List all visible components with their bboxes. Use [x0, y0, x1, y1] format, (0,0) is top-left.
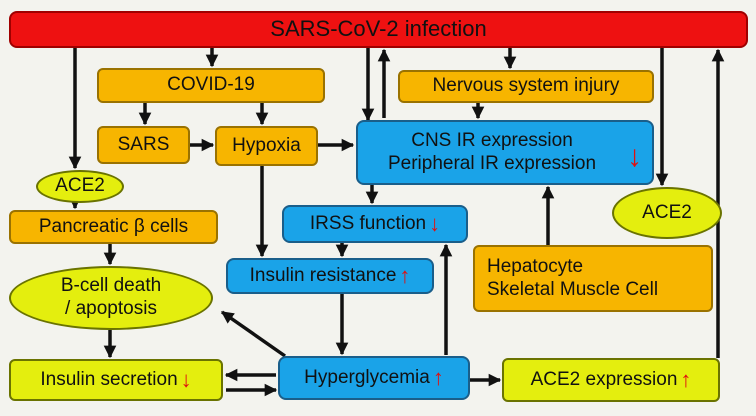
irss-function-box: IRSS function ↓	[282, 205, 468, 243]
skeletal-muscle-cell-label: Skeletal Muscle Cell	[487, 278, 659, 300]
hyperglycemia-box: Hyperglycemia ↑	[278, 356, 470, 400]
node-label: Pancreatic β cells	[38, 215, 189, 237]
peripheral-ir-expression-label: Peripheral IR expression	[387, 152, 597, 174]
ir-expression-box: CNS IR expression Peripheral IR expressi…	[356, 120, 654, 185]
cns-ir-expression-label: CNS IR expression	[411, 129, 573, 151]
edge-hyperglycemia-to-bcell-death	[220, 310, 287, 358]
hepatocyte-label: Hepatocyte	[487, 255, 584, 277]
node-label: Hypoxia	[232, 134, 301, 156]
hepatocyte-muscle-box: Hepatocyte Skeletal Muscle Cell	[473, 245, 713, 312]
trend-up-indicator: ↑	[399, 263, 411, 288]
insulin-resistance-box: Insulin resistance ↑	[226, 258, 434, 294]
trend-down-indicator: ↓	[180, 367, 192, 392]
trend-down-indicator: ↓	[627, 140, 642, 173]
node-label: Nervous system injury	[432, 75, 620, 97]
sars-box: SARS	[97, 126, 190, 164]
ace2-left-ellipse: ACE2	[36, 170, 124, 203]
trend-up-indicator: ↑	[680, 367, 692, 392]
node-label: SARS-CoV-2 infection	[270, 16, 487, 42]
ace2-right-ellipse: ACE2	[612, 187, 722, 239]
ace2-expression-box: ACE2 expression ↑	[502, 358, 720, 402]
nervous-system-injury-box: Nervous system injury	[398, 70, 654, 103]
trend-down-indicator: ↓	[429, 211, 441, 236]
hypoxia-box: Hypoxia	[215, 126, 318, 166]
b-cell-death-ellipse: B-cell death / apoptosis	[9, 266, 213, 330]
node-label: ACE2	[642, 201, 692, 223]
insulin-secretion-box: Insulin secretion ↓	[9, 359, 223, 401]
apoptosis-label: / apoptosis	[65, 298, 157, 319]
b-cell-death-label: B-cell death	[60, 275, 162, 297]
node-label: SARS	[117, 133, 170, 155]
trend-up-indicator: ↑	[432, 365, 444, 390]
node-label: ACE2 expression	[530, 368, 678, 390]
node-label: IRSS function	[309, 212, 427, 234]
node-label: ACE2	[55, 175, 105, 197]
covid19-box: COVID-19	[97, 68, 325, 103]
pancreatic-beta-cells-box: Pancreatic β cells	[9, 210, 218, 244]
node-label: COVID-19	[167, 74, 255, 96]
node-label: Insulin resistance	[249, 264, 397, 286]
node-label: Insulin secretion	[40, 368, 178, 390]
node-label: Hyperglycemia	[304, 366, 430, 388]
sars-cov2-infection-box: SARS-CoV-2 infection	[9, 11, 748, 48]
